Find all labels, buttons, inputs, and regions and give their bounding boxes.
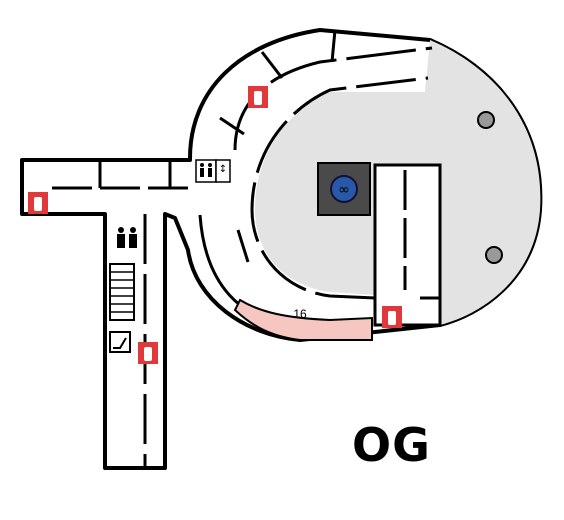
room-partition <box>260 51 284 79</box>
svg-text:↕: ↕ <box>219 164 227 175</box>
column-icon <box>477 111 495 129</box>
toilets-icon <box>195 159 217 183</box>
elevator-icon: ↕ <box>215 159 231 183</box>
stairs-icon <box>109 263 135 321</box>
central-feature-icon <box>330 175 358 203</box>
room-16-label: 16 <box>293 307 307 321</box>
floor-label: OG <box>352 418 431 472</box>
fire-extinguisher-icon <box>248 86 268 108</box>
inner-ring-wall <box>250 76 429 300</box>
room-partition <box>219 116 245 136</box>
room-16[interactable] <box>233 298 373 341</box>
column-icon <box>485 246 503 264</box>
room-partition <box>330 29 337 63</box>
fire-extinguisher-icon <box>382 306 402 328</box>
toilets-icon <box>117 227 137 248</box>
fire-extinguisher-icon <box>28 192 48 214</box>
fire-extinguisher-icon <box>138 342 158 364</box>
central-feature-icon: ∞ <box>338 182 350 198</box>
right-corridor <box>373 163 442 327</box>
room-partition <box>236 229 250 263</box>
escalator-icon <box>109 331 131 353</box>
gray-hall-area <box>255 40 541 325</box>
